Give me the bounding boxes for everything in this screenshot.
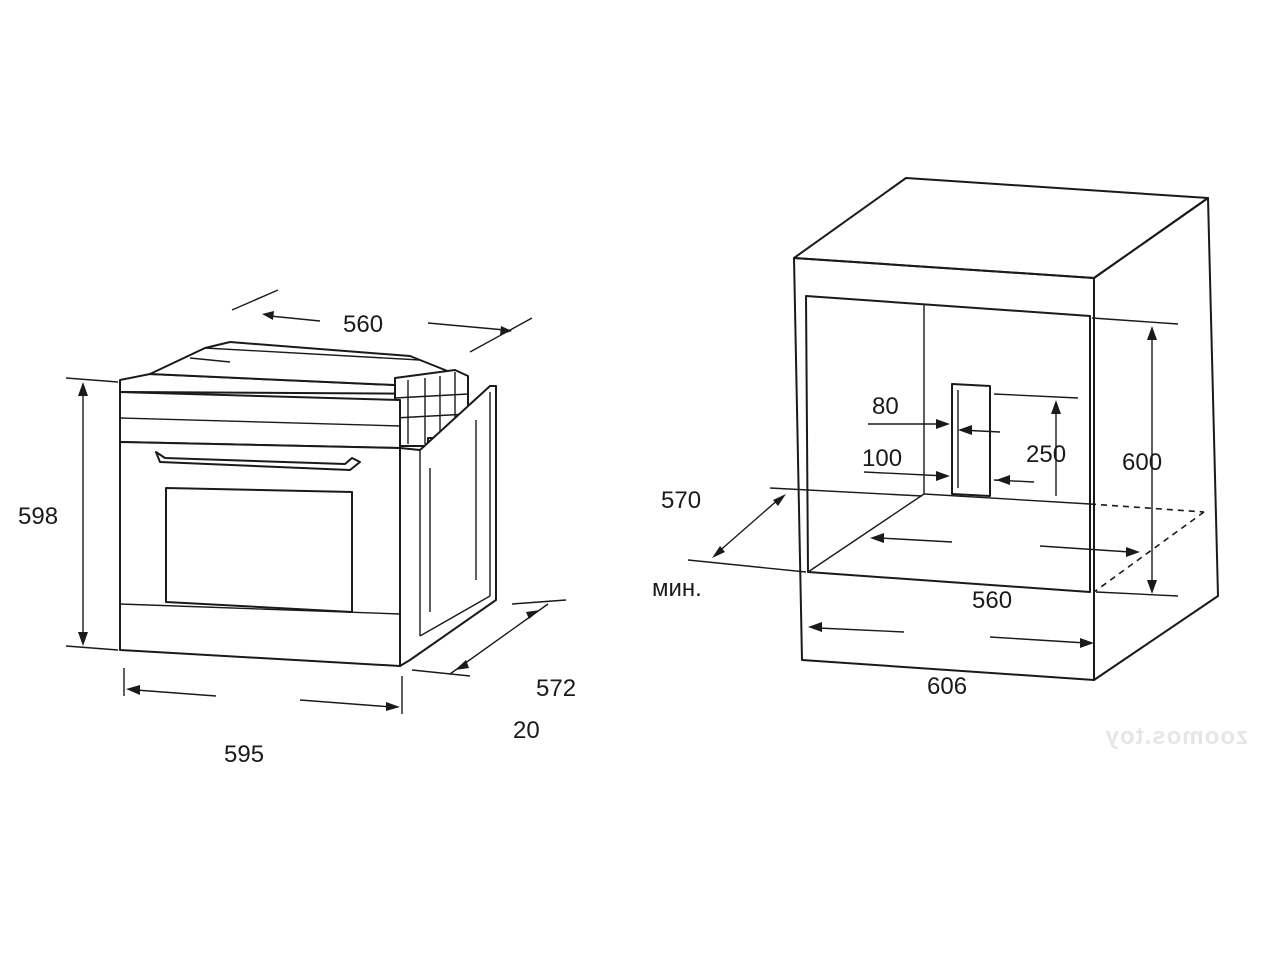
niche-floor-dashed-back [1089,503,1205,513]
dim-niche-vent-offset [863,471,950,481]
dim-oven-top [231,289,533,353]
watermark: zoomos.toy [1105,723,1248,750]
oven-door-handle [155,451,361,471]
dim-niche-depth-note: мин. [652,575,702,602]
dim-oven-width-label: 595 [224,741,264,768]
dim-niche-vent-width [868,419,1001,435]
oven-side-edge-2 [419,595,491,637]
dim-oven-top-depth-label: 560 [343,311,383,338]
watermark-text: zoomos.toy [1105,723,1248,750]
dim-niche-outer-width [808,622,1094,648]
oven-control-panel [119,391,401,449]
dim-niche-inner-width [870,533,1140,557]
niche-opening [805,295,1091,593]
dim-oven-height [65,377,119,651]
dim-niche-vent-height-label: 250 [1026,441,1066,468]
dim-oven-height-label: 598 [18,503,58,530]
dim-niche-inner-width-label: 560 [972,587,1012,614]
niche-floor-back [923,493,1091,505]
oven-top-seam-2 [189,357,231,363]
niche-cabinet-top [793,177,1209,279]
niche-vent-opening [951,383,991,497]
dim-niche-height [1091,317,1179,597]
niche-cabinet-front [793,257,1095,681]
dim-oven-depth-label: 572 [536,675,576,702]
dim-oven-width [123,668,403,714]
oven-drawing: 560 598 595 572 20 [18,289,576,768]
oven-side-body [399,385,497,667]
dim-oven-depth [411,599,567,677]
dim-niche-outer-width-label: 606 [927,673,967,700]
dim-niche-vent-offset-label: 100 [862,445,902,472]
dim-niche-height-label: 600 [1122,449,1162,476]
dim-niche-vent-width-label: 80 [872,393,899,420]
dim-niche-depth [687,487,923,573]
dim-niche-depth-label: 570 [661,487,701,514]
niche-floor-front [807,493,925,573]
oven-door [119,441,401,667]
dim-niche-vent-height [993,393,1079,496]
oven-door-bottom-strip [119,603,401,615]
oven-top-seam [204,347,421,361]
oven-control-panel-line [119,417,401,427]
niche-cabinet-side [1093,197,1219,681]
dim-oven-front-offset-label: 20 [513,717,540,744]
niche-floor-dashed-front [1093,511,1205,593]
niche-drawing: 80 100 250 600 [652,177,1219,700]
